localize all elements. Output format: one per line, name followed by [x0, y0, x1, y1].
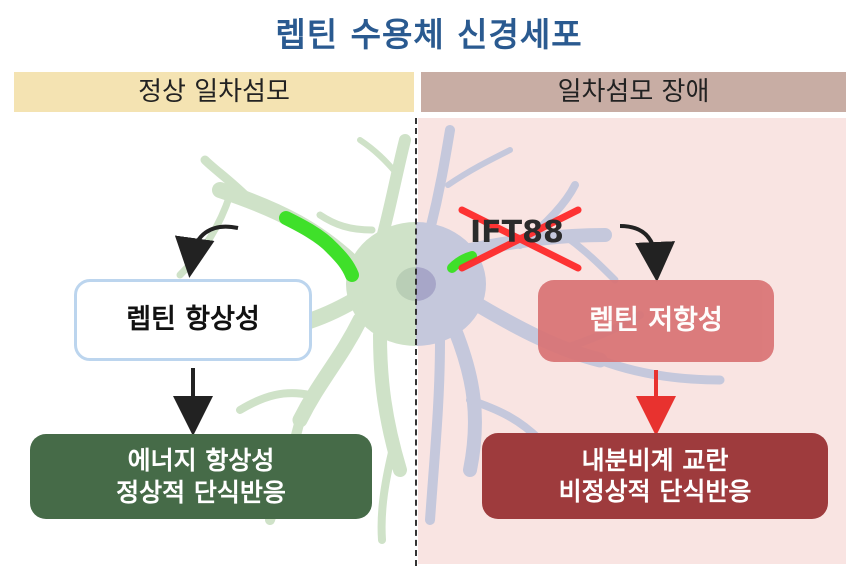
primary-cilium-normal — [279, 211, 359, 282]
gene-label-ift88: IFT88 — [470, 215, 564, 250]
header-normal-cilia: 정상 일차섬모 — [14, 72, 414, 112]
endocrine-disruption-line1: 내분비계 교란 — [581, 445, 729, 475]
energy-homeostasis-box: 에너지 항상성 정상적 단식반응 — [30, 434, 372, 519]
header-cilia-disorder: 일차섬모 장애 — [421, 72, 846, 112]
abnormal-fasting-response-line2: 비정상적 단식반응 — [558, 477, 752, 506]
leptin-resistance-box: 렙틴 저항성 — [538, 280, 774, 362]
endocrine-disruption-box: 내분비계 교란 비정상적 단식반응 — [482, 433, 828, 519]
normal-fasting-response-line2: 정상적 단식반응 — [116, 477, 286, 507]
panel-divider — [415, 118, 417, 566]
primary-cilium-short — [447, 251, 477, 273]
curved-arrow-left — [174, 224, 239, 278]
curved-arrow-right — [619, 224, 676, 282]
leptin-homeostasis-box: 렙틴 항상성 — [74, 279, 312, 361]
diagram-title: 렙틴 수용체 신경세포 — [275, 15, 583, 54]
energy-homeostasis-line1: 에너지 항상성 — [127, 446, 275, 476]
knockout-cross — [458, 206, 582, 272]
